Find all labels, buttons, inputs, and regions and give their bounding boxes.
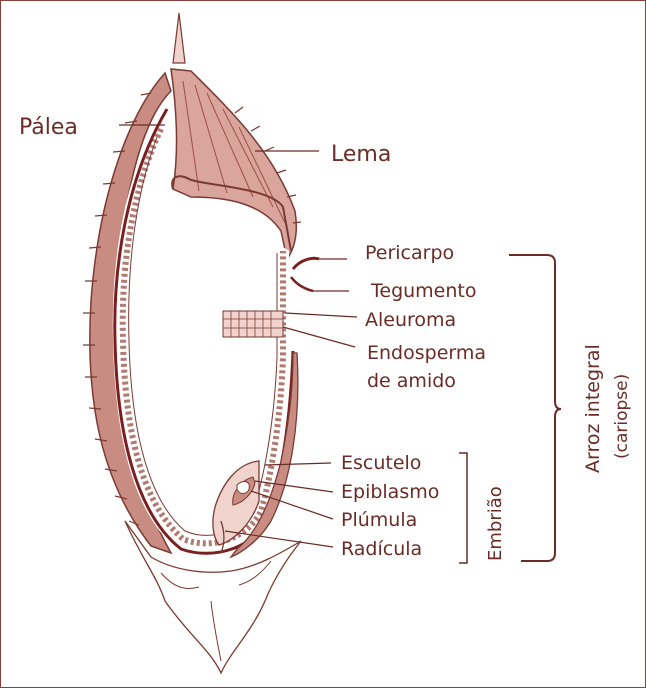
grain-base-inner (160, 560, 272, 662)
label-cariopse: (cariopse) (612, 374, 632, 459)
leader-escutelo (264, 462, 332, 466)
plumule (236, 481, 250, 494)
label-escutelo: Escutelo (341, 452, 421, 474)
lema-bristles (234, 106, 302, 224)
label-pericarpo: Pericarpo (365, 242, 454, 264)
embryo (212, 460, 260, 554)
label-palea: Pálea (19, 115, 78, 140)
grain-base (124, 520, 302, 675)
leader-lines (119, 124, 358, 548)
starch-endosperm-cells (222, 310, 284, 338)
bracket-arroz-integral (509, 254, 562, 562)
label-aleuroma: Aleuroma (365, 309, 456, 331)
label-tegumento: Tegumento (370, 280, 476, 302)
lema-lower-hull (229, 352, 299, 559)
leader-plumula (250, 490, 334, 520)
label-plumula: Plúmula (341, 509, 417, 531)
aleurone-layer (119, 127, 286, 547)
leader-aleuroma (284, 312, 358, 318)
label-arroz-integral: Arroz integral (582, 344, 604, 473)
lema-veins (182, 80, 286, 224)
label-radicula: Radícula (341, 538, 422, 560)
leader-radicula (224, 530, 334, 548)
caryopsis-body (112, 115, 289, 555)
radicle (220, 520, 225, 554)
leader-epiblasmo (254, 480, 334, 493)
bracket-embriao (459, 452, 468, 564)
aleurone-inner-line (128, 136, 278, 536)
lema-hook (171, 175, 292, 252)
leader-endosperma (282, 326, 356, 348)
label-endosperma-line1: Endosperma (367, 342, 486, 364)
lema-hull (170, 68, 298, 261)
label-embriao: Embrião (485, 486, 506, 561)
label-lema: Lema (331, 142, 391, 167)
pericarp-curl (291, 256, 320, 270)
tegument-curl (290, 276, 314, 293)
label-endosperma-line2: de amido (367, 370, 456, 392)
awn-tip (172, 12, 186, 64)
label-epiblasmo: Epiblasmo (341, 481, 439, 503)
palea-bristles (83, 92, 152, 526)
